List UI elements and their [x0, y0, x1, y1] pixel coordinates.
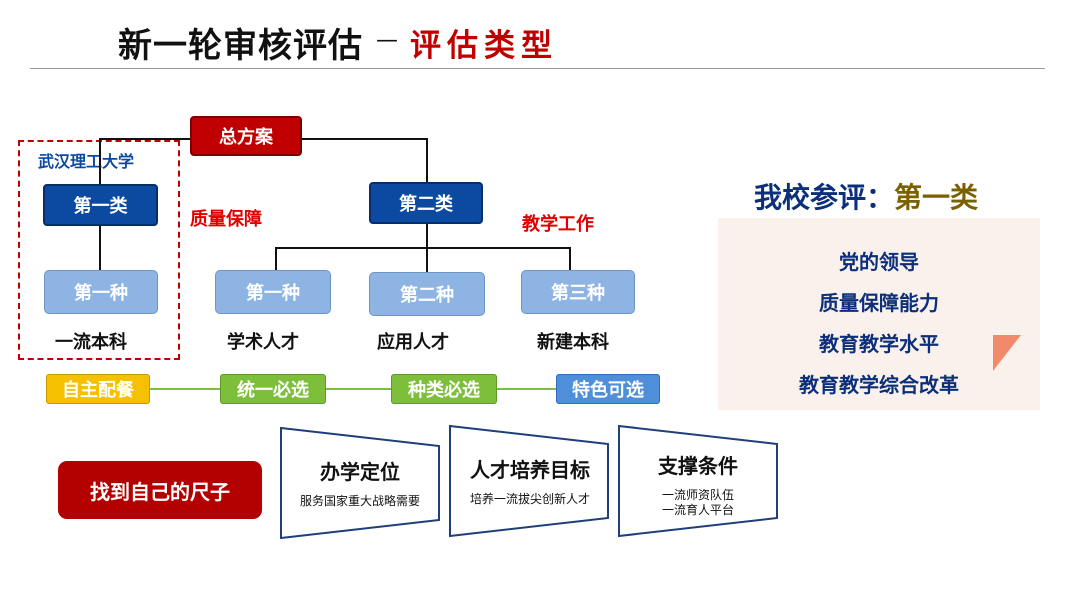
kind-box: 第一种 [215, 270, 331, 314]
category-2-box: 第二类 [369, 182, 483, 224]
card-line: 一流师资队伍 [661, 488, 734, 502]
connector [99, 226, 101, 270]
criteria-card-shape [449, 424, 609, 538]
find-ruler-button: 找到自己的尺子 [58, 461, 262, 519]
kind-box: 第二种 [369, 272, 485, 316]
connector [426, 138, 428, 182]
option-pill: 特色可选 [556, 374, 660, 404]
connector [275, 247, 277, 270]
kind-label: 一流本科 [55, 332, 127, 353]
card-line: 培养一流拔尖创新人才 [469, 492, 590, 506]
connector [569, 247, 571, 270]
panel-item: 教育教学综合改革 [799, 373, 959, 397]
option-pill: 种类必选 [391, 374, 497, 404]
criteria-card-shape [280, 426, 440, 540]
criteria-cards [280, 424, 778, 540]
panel-heading-prefix: 我校参评： [754, 181, 895, 214]
connector [302, 138, 428, 140]
school-label: 武汉理工大学 [38, 152, 135, 171]
card-title: 支撑条件 [658, 454, 738, 478]
panel-heading-value: 第一类 [894, 181, 979, 214]
category-1-box: 第一类 [43, 184, 158, 226]
panel-item: 质量保障能力 [819, 291, 939, 315]
teaching-work-note: 教学工作 [522, 214, 594, 235]
page-title: 新一轮审核评估 [118, 26, 363, 66]
option-pill: 自主配餐 [46, 374, 150, 404]
criteria-card-shape [618, 424, 778, 538]
kind-label: 学术人才 [227, 332, 299, 353]
connector [99, 138, 101, 184]
quality-assurance-note: 质量保障 [190, 209, 262, 230]
card-line: 一流育人平台 [661, 503, 734, 517]
connector [275, 247, 571, 249]
evaluation-items-panel: 党的领导 质量保障能力 教育教学水平 教育教学综合改革 [718, 218, 1040, 410]
title-dash: — [376, 28, 398, 53]
kind-box: 第一种 [44, 270, 158, 314]
page-subtitle: 评估类型 [410, 28, 558, 64]
panel-item: 党的领导 [839, 250, 919, 274]
panel-item: 教育教学水平 [819, 332, 939, 356]
pill-connector-line [146, 388, 566, 390]
kind-label: 新建本科 [537, 332, 609, 353]
panel-heading: 我校参评：第一类 [754, 176, 978, 216]
option-pill: 统一必选 [220, 374, 326, 404]
card-line: 服务国家重大战略需要 [299, 494, 420, 508]
card-title: 办学定位 [320, 460, 400, 484]
card-title: 人才培养目标 [470, 458, 590, 482]
corner-triangle-icon [993, 335, 1021, 371]
connector [99, 138, 190, 140]
title-divider [30, 68, 1045, 69]
kind-label: 应用人才 [377, 332, 449, 353]
kind-box: 第三种 [521, 270, 635, 314]
root-plan-box: 总方案 [190, 116, 302, 156]
